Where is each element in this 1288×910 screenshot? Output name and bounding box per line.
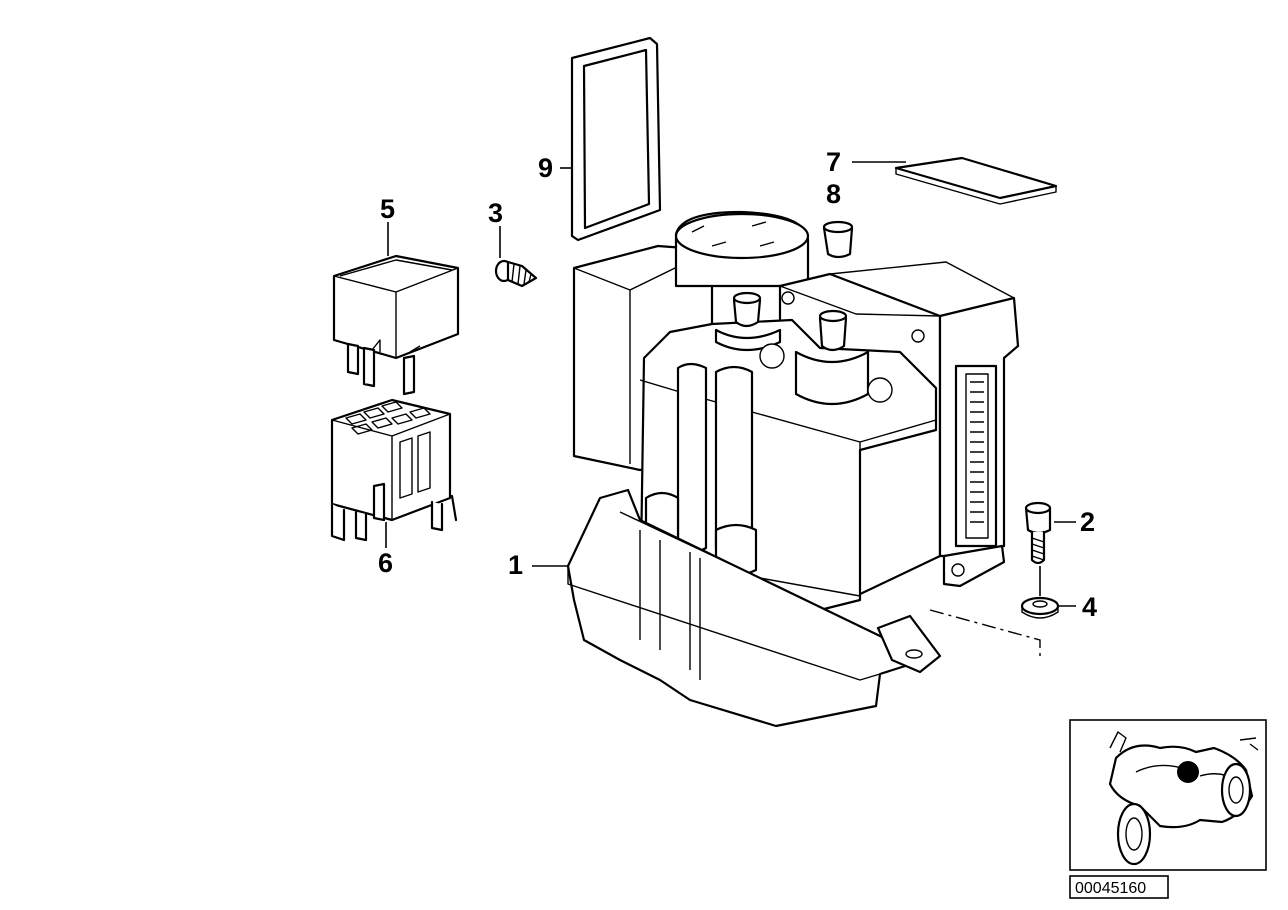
callout-4: 4 [1082, 592, 1097, 622]
diagram-id-box: 00045160 [1069, 875, 1169, 899]
motorcycle-locator-icon [1108, 731, 1259, 866]
callout-7: 7 [826, 147, 841, 177]
part-8-cap[interactable] [822, 220, 854, 259]
callout-6: 6 [378, 548, 393, 578]
part-9-seal-frame[interactable] [570, 36, 662, 242]
diagram-id: 00045160 [1075, 880, 1146, 897]
locator-thumbnail [1069, 719, 1267, 871]
assembly-axis-line [929, 609, 1041, 660]
callout-5: 5 [380, 194, 395, 224]
part-3-screw[interactable] [494, 259, 538, 288]
part-7-pad[interactable] [894, 156, 1058, 205]
callout-2: 2 [1080, 507, 1095, 537]
callout-1: 1 [508, 550, 523, 580]
part-5-relay[interactable] [332, 254, 460, 396]
callout-9: 9 [538, 153, 553, 183]
part-4-washer[interactable] [1020, 596, 1060, 619]
part-6-relay-socket[interactable] [330, 398, 458, 542]
part-1-abs-modulator[interactable] [566, 210, 1020, 728]
part-2-bolt[interactable] [1024, 501, 1052, 565]
callout-leaders [385, 161, 1076, 607]
callout-8: 8 [826, 179, 841, 209]
callout-3: 3 [488, 198, 503, 228]
